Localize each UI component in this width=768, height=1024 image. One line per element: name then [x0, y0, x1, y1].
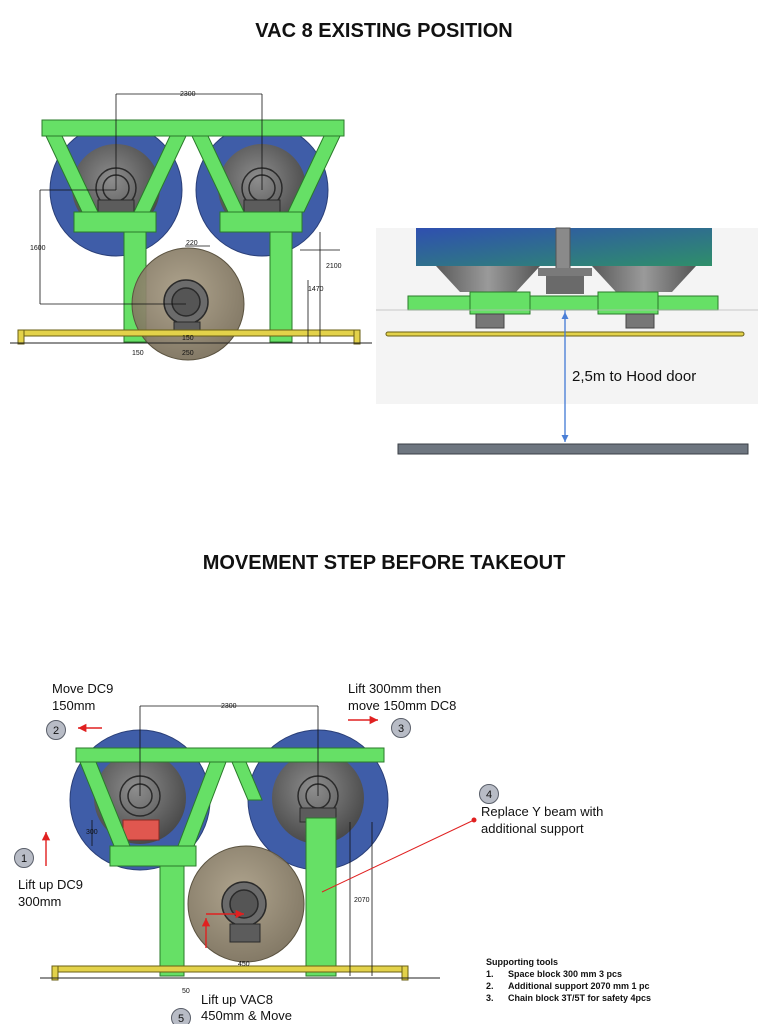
supporting-tools-heading: Supporting tools [486, 957, 558, 967]
dim-right-height-b: 2070 [354, 897, 370, 904]
bottom-front-view: 2300 300 2070 450 50 1 2 3 4 [14, 703, 499, 1024]
step-5-marker: 5 [171, 1008, 191, 1024]
replace-beam-leader [321, 819, 475, 893]
supporting-tools-list: Supporting tools 1.Space block 300 mm 3 … [486, 956, 651, 1004]
dim-bottom-left: 150 [132, 350, 144, 357]
right-hopper-cone [592, 266, 696, 292]
additional-support [305, 817, 337, 977]
dim-bottom-center-a: 150 [182, 335, 194, 342]
hood-door-floor [397, 443, 749, 455]
step-2-note: Move DC9 150mm [52, 681, 114, 713]
dim-width-top: 2300 [180, 91, 196, 98]
bottom-title: MOVEMENT STEP BEFORE TAKEOUT [202, 552, 566, 574]
step-5-note: Lift up VAC8 450mm & Move [201, 992, 293, 1023]
tool-item: 3.Chain block 3T/5T for safety 4pcs [486, 993, 652, 1003]
top-front-view: 2300 1600 220 2100 1470 150 150 250 [10, 91, 372, 361]
svg-text:4: 4 [486, 789, 492, 801]
dim-width-top-b: 2300 [221, 703, 237, 710]
tool-item: 1.Space block 300 mm 3 pcs [486, 969, 623, 979]
step-4-note: Replace Y beam with additional support [481, 804, 604, 836]
right-post [269, 231, 293, 343]
step-3-marker: 3 [391, 718, 411, 738]
step-3-note: Lift 300mm then move 150mm DC8 [348, 681, 457, 713]
dim-left-small-b: 300 [86, 829, 98, 836]
space-block-red [122, 819, 160, 841]
step-2-marker: 2 [46, 720, 66, 740]
dim-center-gap: 220 [186, 240, 198, 247]
dim-bottom-center-b2: 450 [238, 961, 250, 968]
left-saddle [73, 211, 157, 233]
step-1-note: Lift up DC9 300mm [18, 877, 84, 909]
dim-left-height: 1600 [30, 245, 46, 252]
dim-right-height: 2100 [326, 263, 342, 270]
step-4-marker: 4 [479, 784, 499, 804]
right-saddle [219, 211, 303, 233]
clearance-label: 2,5m to Hood door [572, 368, 696, 385]
left-hopper-cone [436, 266, 540, 292]
side-view: 2,5m to Hood door [376, 227, 758, 455]
step-1-marker: 1 [14, 848, 34, 868]
svg-text:3: 3 [398, 723, 404, 735]
svg-text:5: 5 [178, 1013, 184, 1024]
tool-item: 2.Additional support 2070 mm 1 pc [486, 981, 650, 991]
dim-bottom-center-b: 250 [182, 350, 194, 357]
top-title: VAC 8 EXISTING POSITION [255, 20, 513, 42]
svg-text:1: 1 [21, 853, 27, 865]
side-frame [407, 295, 719, 311]
dim-bottom-left-b: 50 [182, 988, 190, 995]
top-beam [41, 119, 345, 137]
dim-mid-height: 1470 [308, 286, 324, 293]
svg-text:2: 2 [53, 725, 59, 737]
